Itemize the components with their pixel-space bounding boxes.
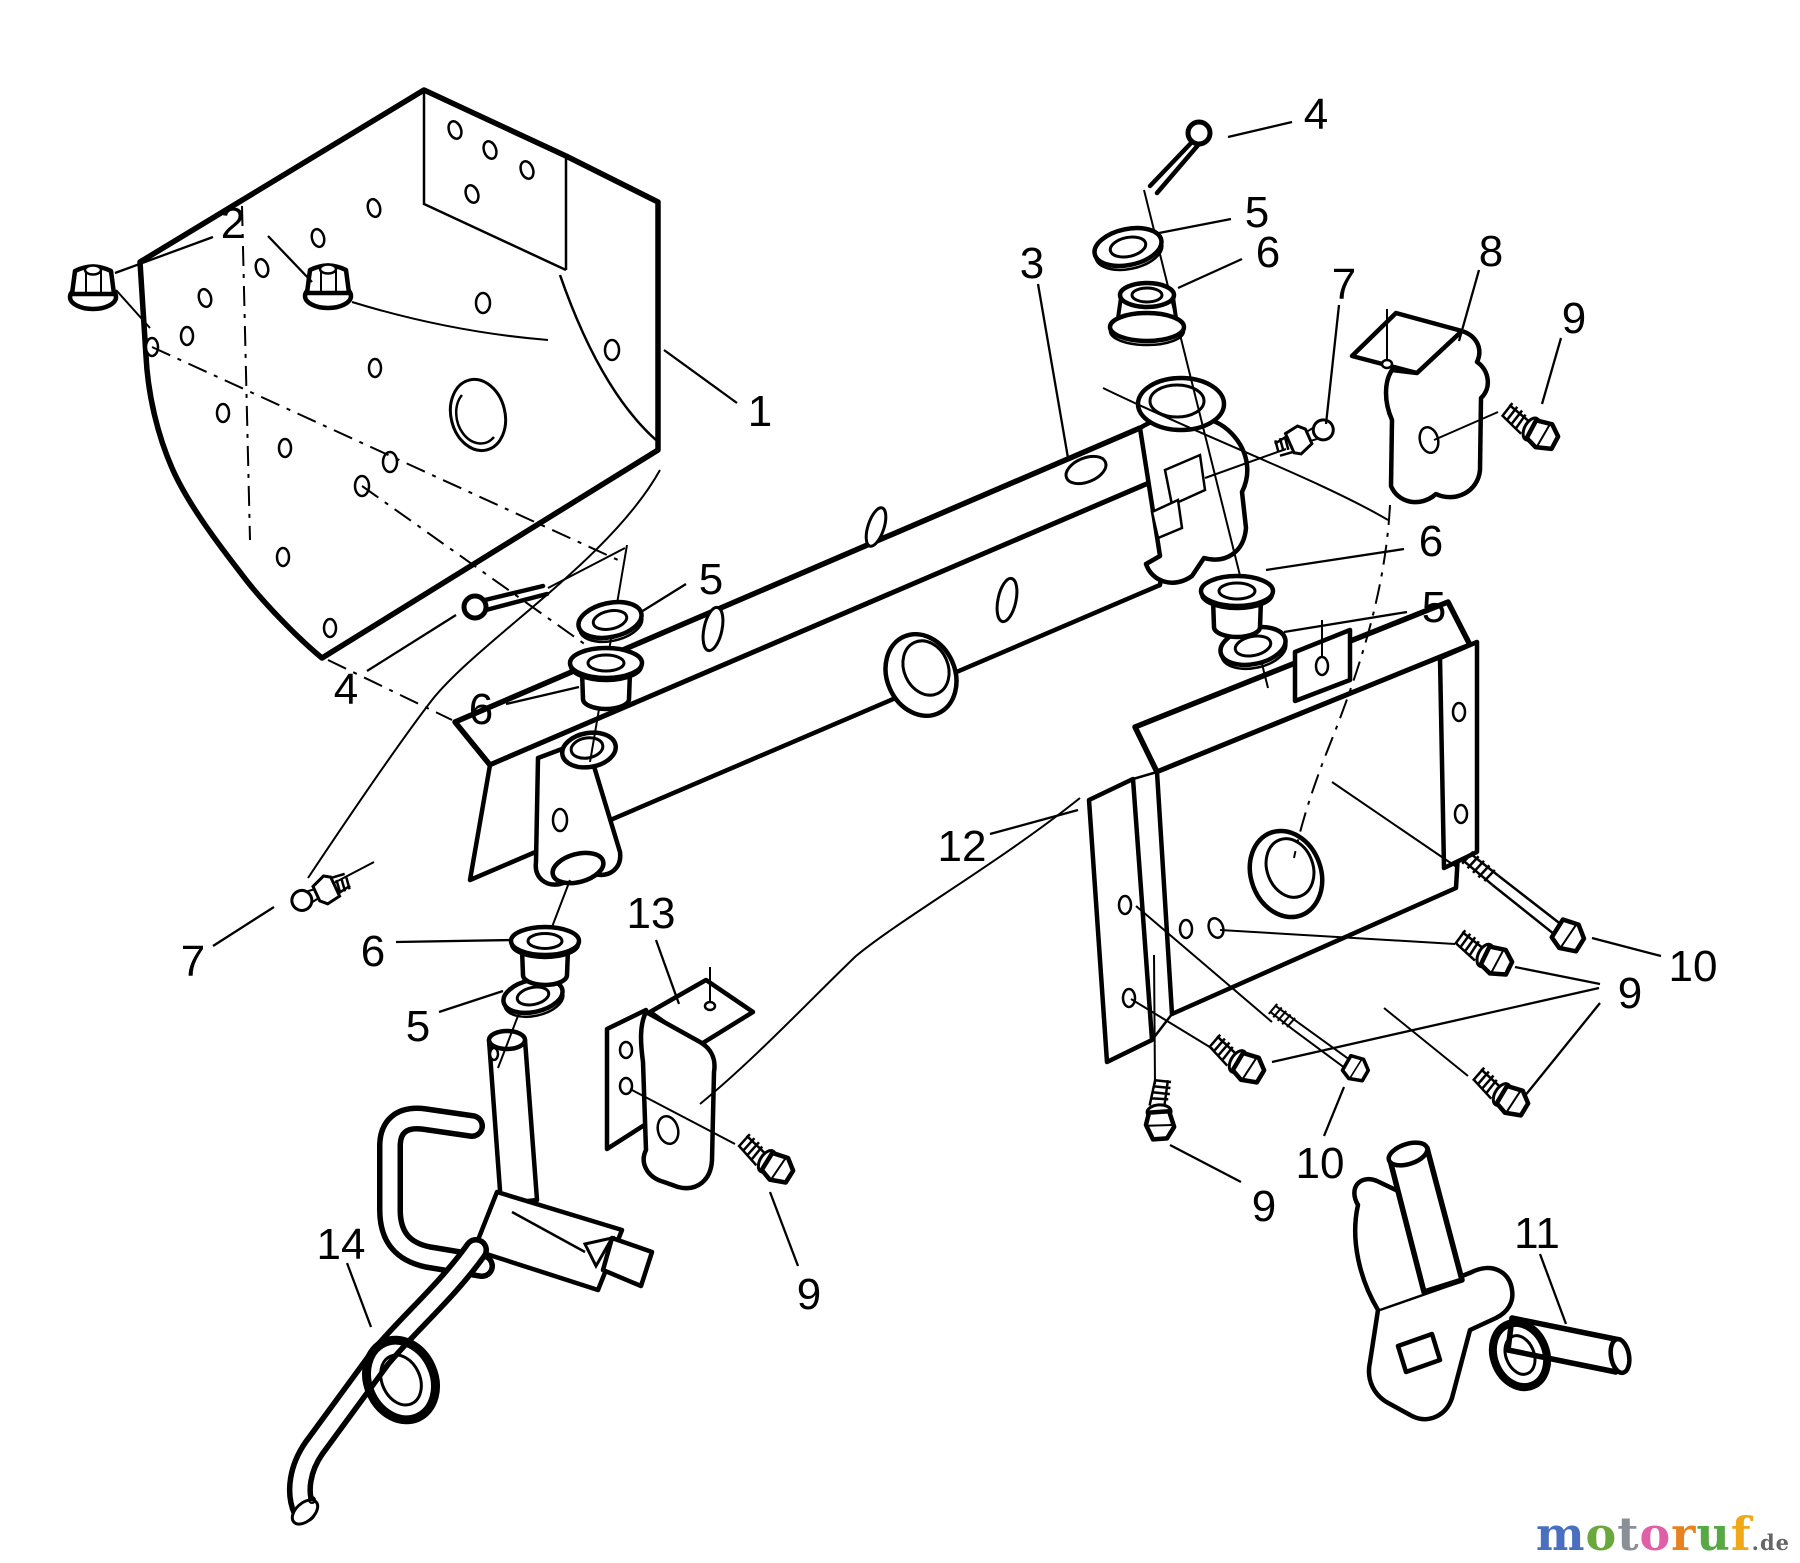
part-13-bracket (604, 967, 756, 1191)
callout-leader (366, 614, 457, 672)
flange-nut (302, 263, 354, 311)
callout-label: 4 (334, 665, 358, 714)
watermark-letter: o (1639, 1507, 1672, 1561)
watermark-letter: r (1671, 1507, 1697, 1561)
callout-leader (395, 938, 513, 944)
callout-label: 6 (361, 927, 385, 976)
callout-label: 5 (699, 555, 723, 604)
callout-leader (1322, 1086, 1346, 1137)
part-14-pedal-assembly (286, 1028, 655, 1526)
callout-label: 2 (221, 199, 245, 248)
callout-leader (1158, 217, 1232, 235)
callout-label: 10 (1669, 942, 1718, 991)
watermark-letters: motoruf (1536, 1507, 1752, 1561)
callout-label: 9 (1618, 969, 1642, 1018)
callout-leader (1324, 304, 1341, 425)
callout-leader (989, 808, 1079, 836)
callout-leader (1457, 269, 1481, 342)
callout-leader (663, 349, 738, 404)
part-8-bracket (1349, 309, 1490, 505)
callout-label: 5 (1245, 188, 1269, 237)
grease-fitting (290, 872, 351, 912)
callout-label: 7 (181, 937, 205, 986)
callout-leader (267, 235, 313, 283)
callout-label: 12 (938, 822, 987, 871)
hex-screw (737, 1133, 796, 1185)
watermark-letter: f (1730, 1507, 1752, 1561)
axis-and-cable-lines (115, 189, 1499, 1145)
flange-bushing (1107, 280, 1187, 347)
callout-leader (505, 685, 580, 706)
callout-label: 13 (627, 889, 676, 938)
pedal-ring (362, 1335, 440, 1425)
flange-bushing (567, 645, 645, 712)
callout-label: 3 (1020, 239, 1044, 288)
callout-label: 6 (469, 685, 493, 734)
callout-leader (345, 1262, 373, 1328)
watermark-suffix: .de (1751, 1530, 1790, 1555)
callout-leader (654, 939, 681, 1005)
hex-screw (1207, 1033, 1267, 1085)
part-12-frame-bracket (1086, 599, 1480, 1065)
callout-leader (1265, 547, 1405, 572)
callout-label: 5 (1422, 583, 1446, 632)
callout-leader (1514, 965, 1601, 986)
cotter-pin (1147, 119, 1213, 196)
callout-leader (212, 906, 275, 947)
flange-bushing (1198, 573, 1276, 640)
callout-leader (1177, 257, 1243, 290)
hex-screw (1143, 1078, 1177, 1142)
callout-leader (114, 235, 214, 275)
callout-leader (1283, 610, 1408, 634)
callout-label: 9 (1562, 294, 1586, 343)
washer (1092, 225, 1164, 272)
callout-label: 14 (317, 1220, 366, 1269)
callout-label: 5 (406, 1002, 430, 1051)
callout-label: 9 (797, 1270, 821, 1319)
flange-nut (67, 264, 119, 312)
callout-label: 9 (1252, 1182, 1276, 1231)
callout-leader (1523, 1002, 1601, 1098)
callout-leader (1227, 120, 1293, 139)
watermark-letter: t (1617, 1507, 1640, 1561)
bracket-holes (144, 120, 621, 639)
part-1-support-bracket (137, 87, 661, 661)
part-11-caster-assembly (1352, 1140, 1632, 1422)
callout-leader (1540, 337, 1563, 405)
callout-leader (1036, 283, 1070, 459)
callout-leader (768, 1191, 800, 1267)
callout-label: 6 (1256, 228, 1280, 277)
callout-label: 7 (1332, 260, 1356, 309)
callout-leader (1591, 936, 1662, 958)
callout-label: 6 (1419, 517, 1443, 566)
hex-bolt-long (1461, 850, 1587, 954)
watermark-letter: o (1585, 1507, 1618, 1561)
hex-bolt-long (1268, 1003, 1371, 1083)
hex-screw (1500, 402, 1561, 452)
washer (501, 976, 565, 1019)
flange-bushing (508, 924, 582, 988)
callout-label: 10 (1296, 1139, 1345, 1188)
hex-screw (1454, 929, 1515, 977)
part-3-frame-rail (452, 375, 1250, 887)
callout-leader (1271, 986, 1600, 1064)
callout-label: 1 (748, 387, 772, 436)
hex-screw (1471, 1066, 1531, 1118)
callout-leader (1538, 1253, 1568, 1325)
callout-label: 8 (1479, 227, 1503, 276)
grease-fitting (1274, 418, 1335, 457)
callout-label: 4 (1304, 90, 1328, 139)
callout-leader (1169, 1143, 1242, 1184)
washer (576, 599, 644, 644)
motoruf-watermark-logo: motoruf.de (1536, 1507, 1790, 1561)
callout-label: 11 (1514, 1209, 1560, 1258)
cotter-pin (461, 583, 550, 621)
callout-leader (640, 583, 687, 613)
watermark-letter: m (1535, 1507, 1586, 1561)
callout-leader (438, 989, 504, 1014)
watermark-letter: u (1696, 1507, 1731, 1561)
